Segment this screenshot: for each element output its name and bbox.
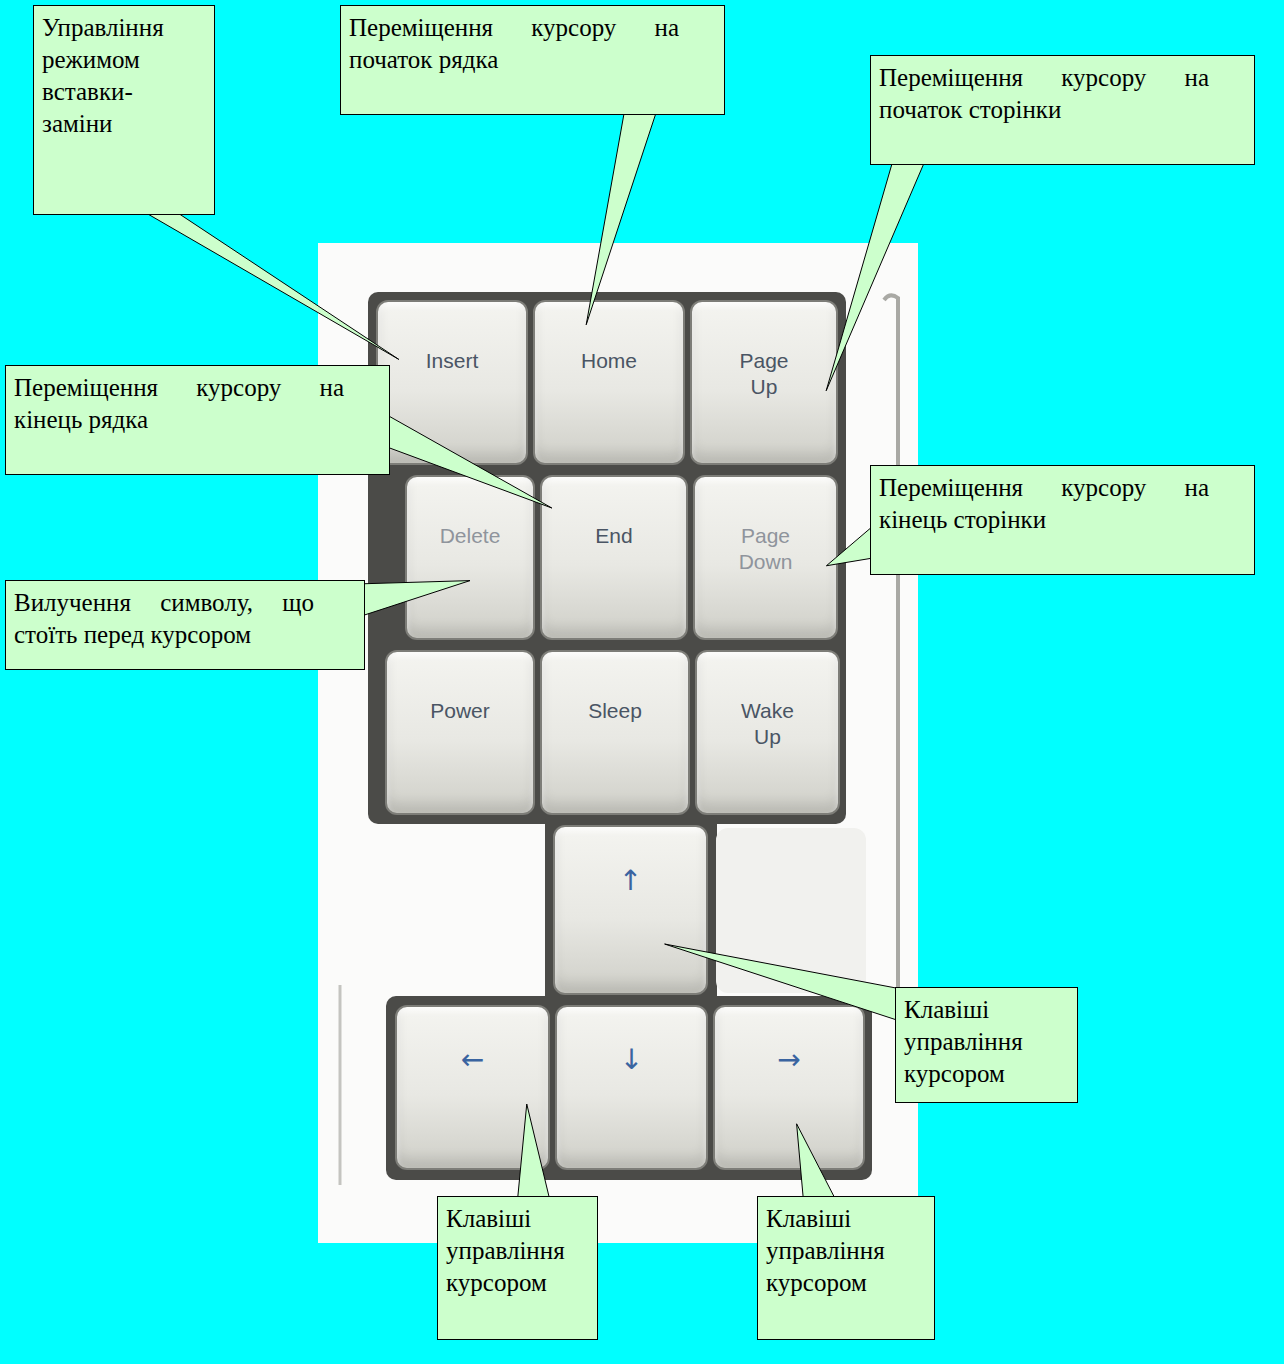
key-cap: Wake Up <box>695 650 840 815</box>
callout-text: Переміщення курсору на початок сторінки <box>879 62 1209 126</box>
callout-box: Клавіші управління курсором <box>757 1196 935 1340</box>
callout-pointer <box>144 212 398 359</box>
key-well <box>386 996 872 1180</box>
callout-text: Клавіші управління курсором <box>904 994 1064 1090</box>
callout-box: Клавіші управління курсором <box>895 987 1078 1103</box>
key-cap: Sleep <box>540 650 690 815</box>
key-label: Delete <box>440 523 501 549</box>
callout-text: Вилучення символу, що стоїть перед курсо… <box>14 587 314 651</box>
key-label: ↑ <box>619 868 642 894</box>
key-well <box>545 816 717 1006</box>
panel-edge <box>339 985 342 1185</box>
key-label: Page Down <box>735 523 797 575</box>
callout-box: Переміщення курсору на кінець сторінки <box>870 465 1255 575</box>
key-label: ← <box>461 1047 484 1073</box>
callout-text: Клавіші управління курсором <box>446 1203 586 1299</box>
key-cap: End <box>540 475 688 640</box>
blank-area <box>716 828 866 993</box>
key-label: Power <box>430 698 490 724</box>
key-cap: ↓ <box>555 1005 708 1170</box>
key-cap: Home <box>533 300 685 465</box>
callout-pointer <box>586 112 656 325</box>
key-cap: ← <box>395 1005 550 1170</box>
key-well <box>368 292 846 824</box>
key-cap: ↑ <box>553 825 708 995</box>
key-label: Home <box>581 348 637 374</box>
callout-box: Вилучення символу, що стоїть перед курсо… <box>5 580 365 670</box>
key-edge <box>884 295 898 990</box>
key-cap: → <box>713 1005 865 1170</box>
key-label: ↓ <box>620 1047 643 1073</box>
callout-text: Клавіші управління курсором <box>766 1203 921 1299</box>
callout-pointer <box>826 162 924 391</box>
callout-box: Управління режимом вставки-заміни <box>33 5 215 215</box>
callout-text: Управління режимом вставки-заміни <box>42 12 192 140</box>
key-label: Wake Up <box>737 698 799 750</box>
key-cap: Delete <box>405 475 535 640</box>
key-label: Page Up <box>733 348 795 400</box>
callout-text: Переміщення курсору на початок рядка <box>349 12 679 76</box>
key-cap: Page Up <box>690 300 838 465</box>
callout-box: Клавіші управління курсором <box>437 1196 598 1340</box>
key-cap: Page Down <box>693 475 838 640</box>
callout-text: Переміщення курсору на кінець сторінки <box>879 472 1209 536</box>
key-cap: Power <box>385 650 535 815</box>
key-label: End <box>595 523 632 549</box>
keyboard-panel <box>318 243 918 1243</box>
callout-box: Переміщення курсору на кінець рядка <box>5 365 390 475</box>
callout-box: Переміщення курсору на початок рядка <box>340 5 725 115</box>
key-label: Insert <box>426 348 479 374</box>
callout-box: Переміщення курсору на початок сторінки <box>870 55 1255 165</box>
key-label: → <box>777 1047 800 1073</box>
key-cap: Insert <box>376 300 528 465</box>
callout-text: Переміщення курсору на кінець рядка <box>14 372 344 436</box>
key-label: Sleep <box>588 698 642 724</box>
